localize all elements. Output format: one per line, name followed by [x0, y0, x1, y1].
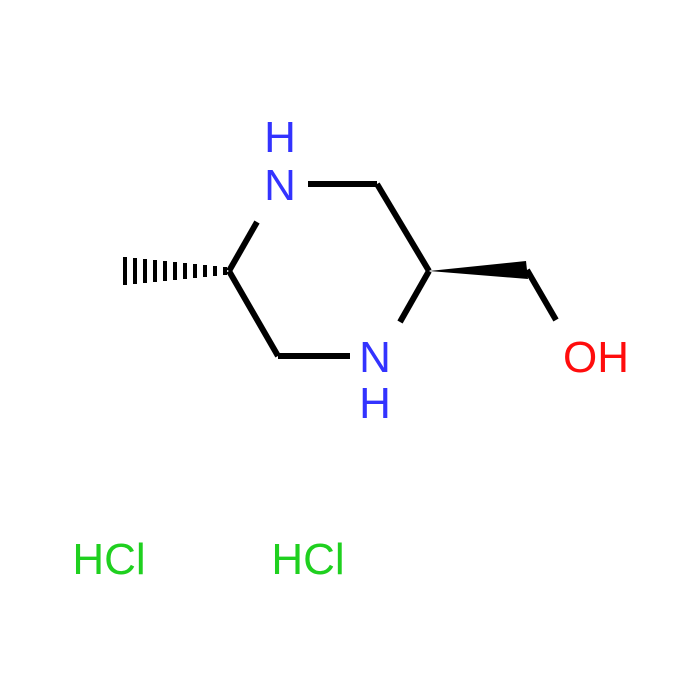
nh-top-h-label: H	[264, 113, 296, 162]
hydroxyl-label: OH	[563, 333, 629, 382]
wedge-bond	[429, 261, 528, 279]
bond-c3-c5	[226, 269, 281, 358]
hcl-salt-1: HCl	[72, 535, 145, 584]
bond-c5-ntop	[226, 220, 260, 273]
hcl-salt-2: HCl	[271, 535, 344, 584]
bond-c6-c2	[374, 182, 432, 273]
bond-ch2-oh	[524, 268, 559, 322]
nh-bottom-n-label: N	[359, 333, 391, 382]
nh-bottom-h-label: H	[359, 379, 391, 428]
bond-c2-nbottom	[397, 269, 432, 324]
hash-bond	[123, 257, 227, 285]
nh-top-n-label: N	[264, 161, 296, 210]
